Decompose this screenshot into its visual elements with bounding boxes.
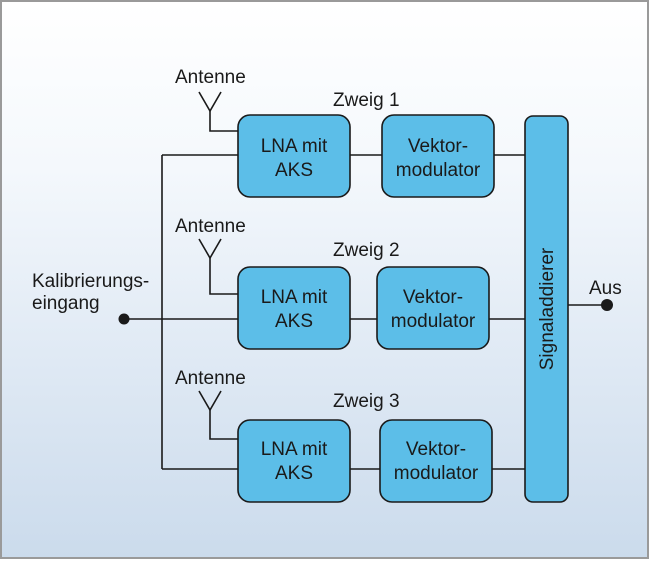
calibration-input-terminal (118, 313, 130, 325)
output-terminal (601, 299, 613, 311)
branch-title-2: Zweig 2 (333, 240, 400, 261)
modulator-label-3-line2: modulator (394, 463, 479, 484)
antenna-label-1: Antenne (175, 67, 246, 88)
antenna-icon (198, 238, 238, 295)
lna-block-1 (237, 114, 351, 198)
lna-label-1-line2: AKS (275, 160, 313, 181)
antenna-label-2: Antenne (175, 216, 246, 237)
lna-label-2-line1: LNA mit (261, 287, 328, 308)
calibration-input-label-line1: Kalibrierungs- (32, 271, 149, 292)
output-label: Aus (589, 278, 622, 299)
signal-combiner-label: Signaladdierer (537, 247, 558, 370)
modulator-block-2 (376, 266, 490, 350)
calibration-input-label-line2: eingang (32, 293, 100, 314)
lna-block-3 (237, 419, 351, 503)
modulator-label-2-line2: modulator (391, 311, 476, 332)
modulator-block-1 (381, 114, 495, 198)
modulator-label-3-line1: Vektor- (406, 439, 466, 460)
signal-combiner-block (524, 115, 569, 503)
modulator-label-2-line1: Vektor- (403, 287, 463, 308)
modulator-label-1-line2: modulator (396, 160, 481, 181)
modulator-label-1-line1: Vektor- (408, 136, 468, 157)
antenna-label-3: Antenne (175, 368, 246, 389)
lna-label-1-line1: LNA mit (261, 136, 328, 157)
lna-label-3-line2: AKS (275, 463, 313, 484)
lna-label-2-line2: AKS (275, 311, 313, 332)
branch-title-1: Zweig 1 (333, 90, 400, 111)
antenna-icon (198, 91, 238, 132)
branch-title-3: Zweig 3 (333, 391, 400, 412)
modulator-block-3 (379, 419, 493, 503)
lna-block-2 (237, 266, 351, 350)
lna-label-3-line1: LNA mit (261, 439, 328, 460)
antenna-icon (198, 390, 238, 440)
